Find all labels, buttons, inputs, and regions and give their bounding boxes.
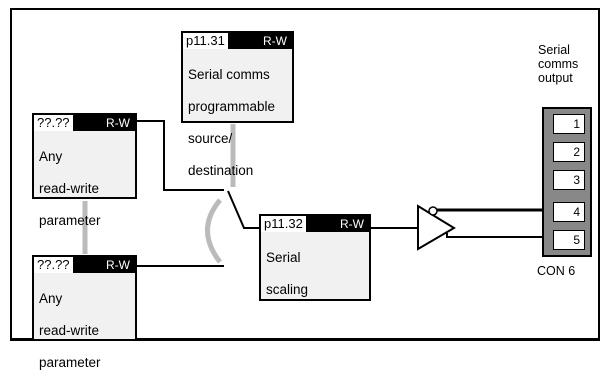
param-box-any-top: ??.?? R-W Any read-write parameter xyxy=(32,113,137,228)
param-id: ??.?? xyxy=(34,257,74,273)
output-label-line: comms xyxy=(538,57,579,71)
selector-arc xyxy=(205,198,223,264)
description-line: destination xyxy=(188,163,254,178)
description-line: parameter xyxy=(39,355,101,370)
param-id: ??.?? xyxy=(34,115,74,131)
param-description: Serial comms programmable source/ destin… xyxy=(188,51,289,195)
connector-pin-5: 5 xyxy=(553,230,585,250)
inverting-bubble xyxy=(428,206,438,216)
param-id: p11.32 xyxy=(261,216,307,232)
param-box-p1131: p11.31 R-W Serial comms programmable sou… xyxy=(181,31,294,178)
selector-switch xyxy=(227,190,262,229)
amplifier-symbol xyxy=(417,204,456,251)
connector-pin-3: 3 xyxy=(553,170,585,190)
access-badge: R-W xyxy=(106,258,130,272)
description-line: read-write xyxy=(39,181,100,196)
wiring xyxy=(82,120,550,267)
access-badge: R-W xyxy=(106,116,130,130)
description-line: scaling xyxy=(266,282,309,297)
param-box-any-bottom: ??.?? R-W Any read-write parameter xyxy=(32,255,137,370)
wire-top-param xyxy=(136,120,224,191)
description-line: source/ xyxy=(188,131,233,146)
diagram-frame xyxy=(10,8,600,341)
serial-output-label: Serial comms output xyxy=(538,43,578,85)
connector-label: CON 6 xyxy=(537,264,576,278)
description-line: read-write xyxy=(39,323,100,338)
description-line: programmable xyxy=(188,99,276,114)
access-badge: R-W xyxy=(263,34,287,48)
connector-pin-4: 4 xyxy=(553,202,585,222)
connector-con6: 1 2 3 4 5 xyxy=(542,107,592,257)
output-label-line: output xyxy=(538,71,573,85)
description-line: Any xyxy=(39,291,63,306)
param-description: Any read-write parameter xyxy=(39,133,132,245)
description-line: Serial xyxy=(266,250,301,265)
param-box-p1132: p11.32 R-W Serial scaling xyxy=(259,214,371,301)
description-line: Serial comms xyxy=(188,67,270,82)
description-line: Any xyxy=(39,149,63,164)
connector-pin-1: 1 xyxy=(553,114,585,134)
wire-to-pin-5 xyxy=(446,233,550,238)
description-line: parameter xyxy=(39,213,101,228)
param-description: Any read-write parameter xyxy=(39,275,132,387)
connector-pin-2: 2 xyxy=(553,142,585,162)
param-description: Serial scaling xyxy=(266,234,366,314)
param-id: p11.31 xyxy=(183,33,229,49)
access-badge: R-W xyxy=(340,217,364,231)
output-label-line: Serial xyxy=(538,43,570,57)
